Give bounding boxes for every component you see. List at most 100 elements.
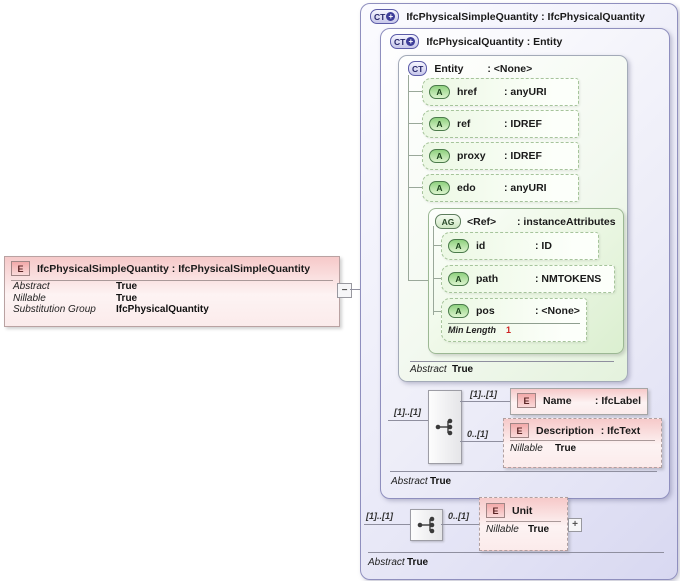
element-type: : IfcLabel <box>594 394 641 407</box>
attribute-name: href <box>457 86 477 98</box>
sequence-compositor[interactable] <box>410 509 443 541</box>
derived-plus-icon: + <box>386 12 396 21</box>
attribute-type: : NMTOKENS <box>535 273 602 285</box>
element-header[interactable]: E IfcPhysicalSimpleQuantity : IfcPhysica… <box>5 257 339 280</box>
connector-line <box>388 420 428 421</box>
attribute-name: proxy <box>457 150 486 162</box>
footer-value: True <box>407 557 429 568</box>
sequence-compositor[interactable] <box>428 390 462 464</box>
complextype-badge-label: CT <box>374 11 386 22</box>
connector-line <box>460 401 510 402</box>
attribute-badge: A <box>429 149 450 163</box>
complextype-header-ifcphysicalquantity[interactable]: CT + IfcPhysicalQuantity : Entity <box>382 28 570 49</box>
complextype-header-ifcphysicalsimplequantity[interactable]: CT + IfcPhysicalSimpleQuantity : IfcPhys… <box>362 3 653 24</box>
attribute-row-href[interactable]: A href : anyURI <box>422 78 579 106</box>
attribute-type: : IDREF <box>504 118 542 130</box>
footer-label: Abstract <box>368 557 405 568</box>
attribute-row-pos[interactable]: A pos : <None> Min Length 1 <box>441 298 587 342</box>
footer-label: Abstract <box>391 476 428 487</box>
attribute-row-id[interactable]: A id : ID <box>441 232 599 260</box>
attribute-type: : IDREF <box>504 150 542 162</box>
complextype-name: Entity <box>434 62 464 75</box>
derived-plus-icon: + <box>406 37 416 46</box>
element-name: Description <box>536 424 594 437</box>
element-badge: E <box>11 261 30 276</box>
property-label: Nillable <box>13 292 46 304</box>
cardinality-label: 0..[1] <box>467 429 489 439</box>
element-badge: E <box>486 503 505 518</box>
element-badge: E <box>510 423 529 438</box>
divider <box>448 323 580 324</box>
element-title: IfcPhysicalSimpleQuantity : IfcPhysicalS… <box>37 262 311 275</box>
attribute-badge: A <box>448 239 469 253</box>
facet-label: Min Length <box>448 325 496 335</box>
connector-line <box>441 524 479 525</box>
complextype-badge-label: CT <box>394 36 406 47</box>
complextype-header-entity[interactable]: CT Entity : <None> <box>400 55 540 76</box>
complextype-badge: CT + <box>390 34 420 49</box>
divider <box>410 361 614 362</box>
tree-line <box>408 123 422 124</box>
attribute-type: : anyURI <box>504 182 547 194</box>
tree-line <box>433 245 441 246</box>
attribute-row-edo[interactable]: A edo : anyURI <box>422 174 579 202</box>
attribute-badge: A <box>429 85 450 99</box>
attribute-type: : <None> <box>535 305 580 317</box>
property-value: True <box>555 443 577 454</box>
element-box-unit[interactable]: E Unit Nillable True <box>479 497 568 551</box>
complextype-title: IfcPhysicalQuantity : Entity <box>426 35 563 48</box>
divider <box>510 440 655 441</box>
tree-line <box>408 155 422 156</box>
attribute-row-path[interactable]: A path : NMTOKENS <box>441 265 615 293</box>
property-value: True <box>116 292 138 304</box>
footer-value: True <box>430 476 452 487</box>
element-badge: E <box>517 393 536 408</box>
tree-line <box>408 91 422 92</box>
footer-label: Abstract <box>410 364 447 375</box>
attribute-row-proxy[interactable]: A proxy : IDREF <box>422 142 579 170</box>
tree-line <box>433 311 441 312</box>
property-label: Substitution Group <box>13 304 96 315</box>
sequence-icon <box>417 516 434 534</box>
divider <box>486 521 561 522</box>
property-value: True <box>528 524 550 535</box>
connector-line <box>460 441 503 442</box>
collapse-button[interactable]: − <box>337 283 352 298</box>
element-box-ifcphysicalsimplequantity[interactable]: E IfcPhysicalSimpleQuantity : IfcPhysica… <box>4 256 340 327</box>
attribute-type: : ID <box>535 240 552 252</box>
complextype-badge-label: CT <box>412 63 424 74</box>
element-box-description[interactable]: E Description : IfcText Nillable True <box>503 418 662 468</box>
cardinality-label: 0..[1] <box>448 511 470 521</box>
property-value: IfcPhysicalQuantity <box>116 304 209 315</box>
property-label: Abstract <box>13 281 50 292</box>
attribute-row-ref[interactable]: A ref : IDREF <box>422 110 579 138</box>
property-label: Nillable <box>510 443 543 454</box>
attribute-name: id <box>476 240 486 252</box>
facet-row: Min Length 1 <box>442 324 586 335</box>
complextype-title: IfcPhysicalSimpleQuantity : IfcPhysicalQ… <box>406 10 645 23</box>
attribute-name: edo <box>457 182 476 194</box>
property-row: Nillable True <box>504 441 661 454</box>
property-row: Nillable True <box>480 522 567 535</box>
element-box-name[interactable]: E Name : IfcLabel <box>510 388 648 415</box>
expand-button[interactable]: + <box>568 518 582 532</box>
property-row: Abstract True <box>5 281 339 293</box>
attribute-name: path <box>476 273 499 285</box>
cardinality-label: [1]..[1] <box>394 407 421 417</box>
footer-value: True <box>452 364 474 375</box>
attribute-type: : anyURI <box>504 86 547 98</box>
attribute-group-name: <Ref> <box>467 215 497 228</box>
sequence-icon <box>435 418 453 436</box>
complextype-type: : <None> <box>487 62 533 75</box>
attribute-group-header[interactable]: AG <Ref> : instanceAttributes <box>429 209 623 229</box>
tree-line <box>408 75 409 280</box>
tree-line <box>433 226 434 315</box>
element-name: Unit <box>512 504 533 517</box>
cardinality-label: [1]..[1] <box>366 511 393 521</box>
cardinality-label: [1]..[1] <box>470 389 497 399</box>
property-label: Nillable <box>486 524 519 535</box>
attribute-badge: A <box>429 117 450 131</box>
divider <box>368 552 664 553</box>
complextype-badge: CT + <box>370 9 400 24</box>
